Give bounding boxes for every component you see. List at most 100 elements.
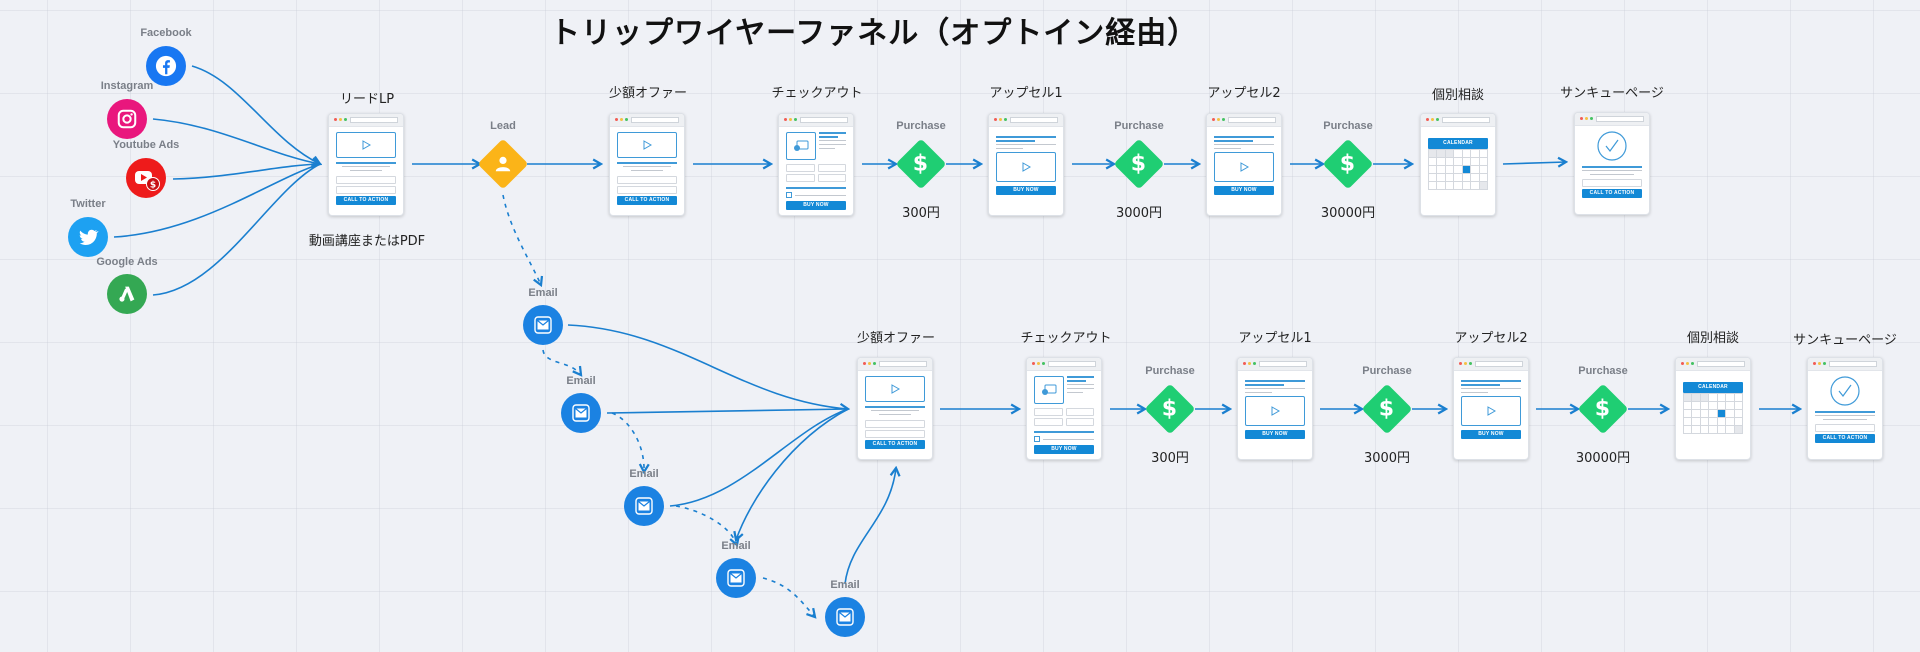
- play-icon: [1487, 406, 1496, 416]
- bottom-checkout-page[interactable]: BUY NOW: [1026, 357, 1102, 460]
- dollar-icon: $: [913, 151, 929, 177]
- email4-label: Email: [721, 540, 751, 552]
- play-icon: [891, 384, 900, 394]
- play-icon: [1240, 162, 1249, 172]
- link-youtube-leadlp: [172, 163, 321, 180]
- bottom-upsell2-title: アップセル2: [1454, 331, 1528, 346]
- user-icon: [495, 156, 511, 172]
- email-node-5[interactable]: [825, 597, 865, 637]
- dollar-icon: $: [1340, 151, 1356, 177]
- twitter-icon: [79, 229, 99, 245]
- dollar-icon: $: [1131, 151, 1147, 177]
- top-upsell1-page[interactable]: BUY NOW: [988, 113, 1064, 216]
- top-thanks-cta-button[interactable]: CALL TO ACTION: [1582, 189, 1642, 198]
- play-icon: [362, 140, 371, 150]
- top-upsell2-page[interactable]: BUY NOW: [1206, 113, 1282, 216]
- source-label-twitter: Twitter: [70, 198, 106, 210]
- top-checkout-title: チェックアウト: [771, 86, 863, 101]
- link-email3-email4-solid: [736, 408, 849, 540]
- google-ads-icon: [119, 286, 135, 302]
- lead-lp-page[interactable]: CALL TO ACTION: [328, 113, 404, 216]
- email-node-3[interactable]: [624, 486, 664, 526]
- bottom-offer-page[interactable]: CALL TO ACTION: [857, 357, 933, 460]
- bottom-upsell2-page[interactable]: BUY NOW: [1453, 357, 1529, 460]
- top-purchase2-label: Purchase: [1114, 120, 1164, 132]
- link-consult-thanks: [1502, 162, 1566, 164]
- dollar-icon: $: [1379, 396, 1395, 422]
- bottom-offer-title: 少額オファー: [856, 331, 936, 346]
- calendar-grid[interactable]: (function(){var s='';for(var i=0;i<35;i+…: [1428, 149, 1488, 190]
- top-checkout-buy-button[interactable]: BUY NOW: [786, 201, 846, 210]
- link-email5-offer: [844, 468, 896, 585]
- top-offer-page[interactable]: CALL TO ACTION: [609, 113, 685, 216]
- bottom-consult-page[interactable]: CALENDAR (function(){var s='';for(var i=…: [1675, 357, 1751, 460]
- top-checkout-page[interactable]: BUY NOW: [778, 113, 854, 216]
- envelope-icon: [727, 569, 745, 587]
- bottom-purchase2-price: 3000円: [1363, 451, 1411, 466]
- bottom-checkout-title: チェックアウト: [1020, 331, 1112, 346]
- svg-text:$: $: [150, 181, 156, 191]
- youtube-ads-icon: $: [135, 171, 160, 191]
- top-consult-page[interactable]: CALENDAR (function(){var s='';for(var i=…: [1420, 113, 1496, 216]
- lead-lp-title: リードLP: [339, 92, 395, 107]
- source-label-youtube-ads: Youtube Ads: [112, 139, 180, 151]
- email1-label: Email: [528, 287, 558, 299]
- lead-label: Lead: [490, 120, 516, 132]
- bottom-purchase1-price: 300円: [1151, 451, 1189, 466]
- bottom-thanks-cta-button[interactable]: CALL TO ACTION: [1815, 434, 1875, 443]
- link-email1-offer: [567, 324, 848, 409]
- email-node-4[interactable]: [716, 558, 756, 598]
- source-instagram[interactable]: [107, 99, 147, 139]
- play-icon: [1022, 162, 1031, 172]
- lead-lp-caption: 動画講座またはPDF: [308, 234, 426, 249]
- top-purchase1-price: 300円: [902, 206, 940, 221]
- source-facebook[interactable]: [146, 46, 186, 86]
- top-purchase1-label: Purchase: [896, 120, 946, 132]
- email5-label: Email: [830, 579, 860, 591]
- link-twitter-leadlp: [113, 163, 321, 238]
- play-icon: [643, 140, 652, 150]
- bottom-calendar-header: CALENDAR: [1683, 382, 1743, 393]
- link-lead-email1: [502, 194, 541, 285]
- link-email2-offer: [606, 408, 849, 414]
- source-google-ads[interactable]: [107, 274, 147, 314]
- link-instagram-leadlp: [152, 118, 320, 164]
- bottom-upsell2-buy-button[interactable]: BUY NOW: [1461, 430, 1521, 439]
- top-calendar-header: CALENDAR: [1428, 138, 1488, 149]
- source-label-instagram: Instagram: [100, 80, 154, 92]
- link-facebook-leadlp: [191, 65, 320, 164]
- bottom-purchase3-label: Purchase: [1578, 365, 1628, 377]
- top-thanks-title: サンキューページ: [1560, 86, 1664, 101]
- source-twitter[interactable]: [68, 217, 108, 257]
- top-thanks-page[interactable]: CALL TO ACTION: [1574, 112, 1650, 215]
- top-upsell2-buy-button[interactable]: BUY NOW: [1214, 186, 1274, 195]
- top-offer-cta-button[interactable]: CALL TO ACTION: [617, 196, 677, 205]
- bottom-offer-cta-button[interactable]: CALL TO ACTION: [865, 440, 925, 449]
- bottom-checkout-buy-button[interactable]: BUY NOW: [1034, 445, 1094, 454]
- check-circle-icon: [1597, 131, 1627, 161]
- email-node-2[interactable]: [561, 393, 601, 433]
- credit-card-icon: [1042, 384, 1057, 395]
- calendar-grid[interactable]: (function(){var s='';for(var i=0;i<35;i+…: [1683, 393, 1743, 434]
- bottom-upsell1-buy-button[interactable]: BUY NOW: [1245, 430, 1305, 439]
- bottom-upsell1-title: アップセル1: [1238, 331, 1312, 346]
- top-purchase2-price: 3000円: [1115, 206, 1163, 221]
- bottom-upsell1-page[interactable]: BUY NOW: [1237, 357, 1313, 460]
- link-email1-email2: [542, 349, 581, 375]
- bottom-purchase3-price: 30000円: [1575, 451, 1631, 466]
- lead-lp-cta-button[interactable]: CALL TO ACTION: [336, 196, 396, 205]
- top-offer-title: 少額オファー: [608, 86, 688, 101]
- envelope-icon: [836, 608, 854, 626]
- diagram-title: トリップワイヤーファネル（オプトイン経由）: [550, 16, 1199, 51]
- bottom-thanks-page[interactable]: CALL TO ACTION: [1807, 357, 1883, 460]
- dollar-icon: $: [1595, 396, 1611, 422]
- lead-node[interactable]: [477, 138, 529, 190]
- email-node-1[interactable]: [523, 305, 563, 345]
- bottom-thanks-title: サンキューページ: [1793, 333, 1897, 348]
- top-upsell1-buy-button[interactable]: BUY NOW: [996, 186, 1056, 195]
- source-youtube-ads[interactable]: $: [126, 158, 166, 198]
- source-label-google-ads: Google Ads: [96, 256, 158, 268]
- instagram-icon: [117, 109, 137, 129]
- facebook-icon: [155, 55, 177, 77]
- link-googleads-leadlp: [152, 163, 321, 296]
